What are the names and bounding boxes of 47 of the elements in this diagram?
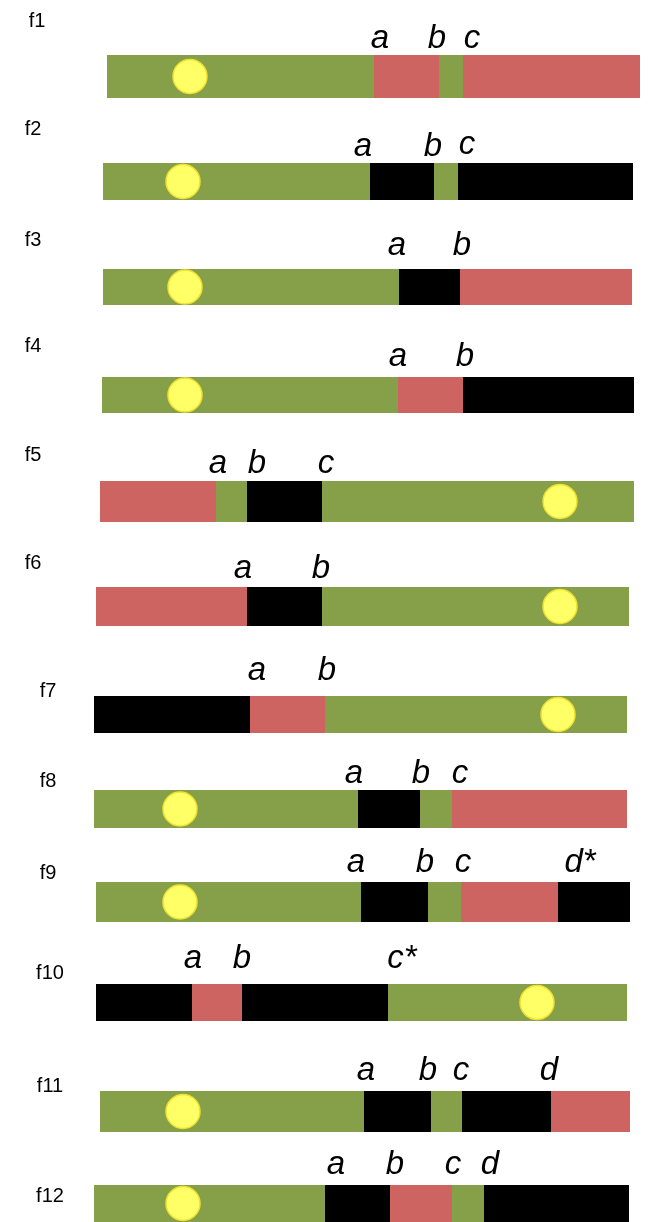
breakpoint-label: c <box>317 444 335 478</box>
breakpoint-label: c <box>452 1051 470 1085</box>
breakpoint-label: c* <box>387 939 417 973</box>
breakpoint-label: a <box>326 1145 346 1179</box>
breakpoint-label: a <box>370 19 390 53</box>
breakpoint-label: c <box>458 125 476 159</box>
row-label: f8 <box>39 770 57 790</box>
breakpoint-label: b <box>427 19 447 53</box>
breakpoint-label: c <box>454 843 472 877</box>
breakpoint-label: b <box>317 651 337 685</box>
breakpoint-label: a <box>388 337 408 371</box>
breakpoint-label: b <box>423 127 443 161</box>
breakpoint-label: b <box>311 549 331 583</box>
row-label: f1 <box>28 10 46 30</box>
breakpoint-label: b <box>415 843 435 877</box>
breakpoint-label: a <box>208 444 228 478</box>
breakpoint-label: c <box>463 19 481 53</box>
breakpoint-label: d* <box>564 843 596 877</box>
row-label: f10 <box>36 962 64 982</box>
breakpoint-label: a <box>344 754 364 788</box>
breakpoint-label: a <box>387 226 407 260</box>
row-label: f11 <box>36 1075 64 1095</box>
breakpoint-label: a <box>353 127 373 161</box>
row-label: f2 <box>24 118 42 138</box>
breakpoint-label: a <box>356 1051 376 1085</box>
row-label: f5 <box>24 444 42 464</box>
row-label: f3 <box>24 229 42 249</box>
breakpoint-label: a <box>183 939 203 973</box>
row-label: f7 <box>39 680 57 700</box>
breakpoint-label: c <box>444 1145 462 1179</box>
breakpoint-label: b <box>232 939 252 973</box>
row-label: f4 <box>24 335 42 355</box>
row-label: f6 <box>24 552 42 572</box>
breakpoint-label: b <box>411 754 431 788</box>
breakpoint-label: a <box>233 549 253 583</box>
breakpoint-label: a <box>346 843 366 877</box>
breakpoint-label: d <box>539 1051 559 1085</box>
breakpoint-label: b <box>247 444 267 478</box>
breakpoint-label: b <box>455 337 475 371</box>
row-label: f9 <box>39 862 57 882</box>
breakpoint-label: b <box>452 226 472 260</box>
breakpoint-label: d <box>480 1145 500 1179</box>
row-label: f12 <box>36 1185 64 1205</box>
breakpoint-label: b <box>418 1051 438 1085</box>
breakpoint-label: b <box>385 1145 405 1179</box>
breakpoint-label: c <box>451 754 469 788</box>
breakpoint-label: a <box>247 651 267 685</box>
